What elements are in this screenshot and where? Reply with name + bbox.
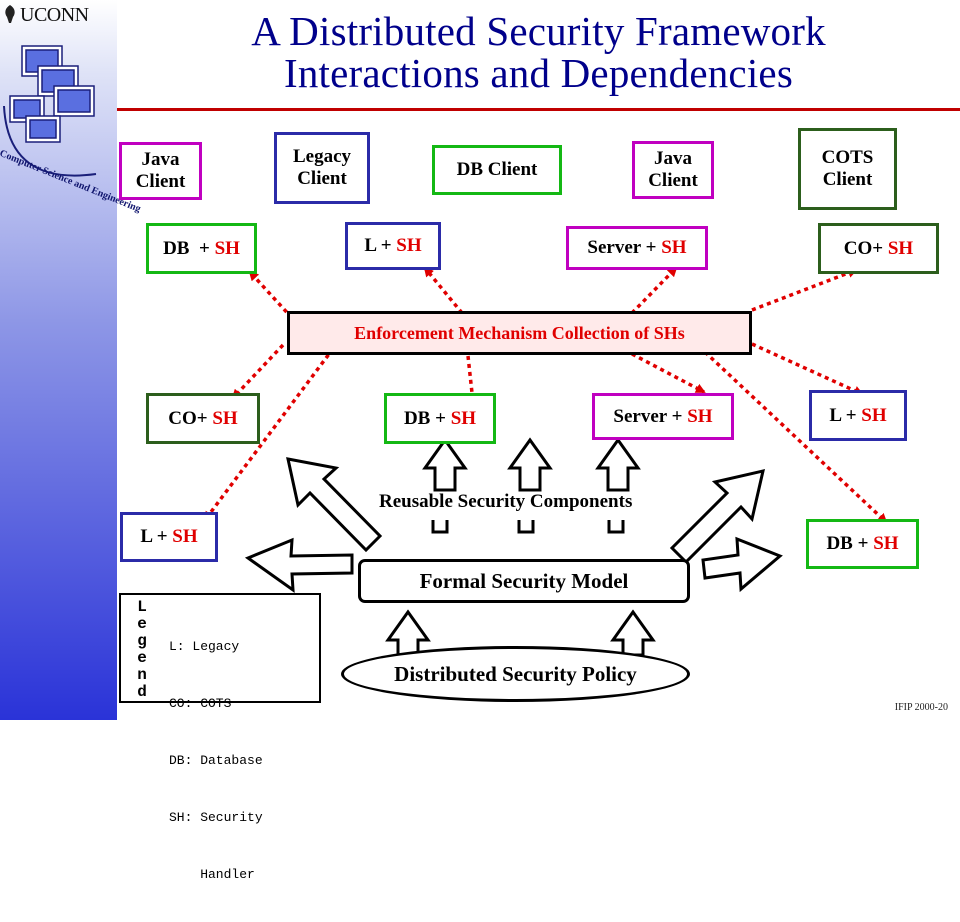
title-underline (117, 108, 960, 111)
db-client-label: DB Client (456, 159, 538, 180)
legacy-client-line2: Client (297, 168, 347, 189)
handler-server-mid: Server + SH (592, 393, 734, 440)
bracket-icon (517, 520, 535, 534)
handler-legacy-top: L + SH (345, 222, 441, 270)
title-line-2: Interactions and Dependencies (284, 50, 793, 96)
legend-letter: g (137, 632, 147, 650)
connector-to-server-top (630, 266, 678, 315)
legend-item: L: Legacy (169, 639, 240, 654)
handler-db-top-label: DB + (163, 237, 215, 259)
legend-box: L e g e n d L: Legacy CO: COTS DB: Datab… (119, 593, 321, 882)
sh-label: SH (396, 235, 422, 256)
legend-letter: d (137, 683, 147, 701)
legend-letter: e (137, 615, 147, 633)
department-logo: Computer Science and Engineering (0, 36, 142, 215)
brand-name: UCONN (20, 4, 89, 26)
arrow-right-icon (701, 536, 783, 593)
formal-model-label: Formal Security Model (419, 569, 629, 593)
handler-cots-mid: CO+ SH (146, 393, 260, 444)
cots-client-line1: COTS (821, 147, 874, 168)
sh-label: SH (873, 533, 899, 554)
handler-db-mid-label: DB + (403, 407, 451, 429)
handler-db-mid: DB + SH (384, 393, 496, 444)
handler-server-top: Server + SH (566, 226, 708, 270)
db-client: DB Client (432, 145, 562, 195)
sh-label: SH (887, 237, 914, 259)
handler-legacy-low: L + SH (120, 512, 218, 562)
handler-db-top: DB + SH (146, 223, 257, 274)
arrow-up-icon (610, 609, 656, 657)
connector-to-cots-mid (231, 343, 285, 400)
connector-to-db-low (703, 350, 888, 524)
handler-db-low-label: DB + (826, 533, 874, 554)
java-client-left-line2: Client (135, 171, 186, 192)
title-line-1: A Distributed Security Framework (251, 8, 826, 54)
legend-letter: e (137, 649, 147, 667)
sh-label: SH (212, 407, 238, 429)
brand: UCONN (2, 4, 89, 27)
policy-label: Distributed Security Policy (394, 661, 637, 686)
handler-legacy-mid-label: L + (829, 404, 862, 426)
sh-label: SH (214, 237, 240, 259)
arrow-left-icon (244, 537, 354, 594)
handler-legacy-mid: L + SH (809, 390, 907, 441)
connector-to-cots-top (751, 268, 858, 312)
sh-label: SH (861, 404, 887, 426)
legend-item: Handler (169, 867, 255, 882)
arrow-up-icon (385, 609, 431, 657)
arrow-upright-icon (669, 469, 765, 565)
connector-to-db-top (248, 270, 294, 320)
handler-cots-mid-label: CO+ (168, 407, 213, 429)
connector-to-legacy-low (203, 340, 340, 522)
sh-label: SH (661, 237, 687, 258)
legend-title: L e g e n d (133, 599, 151, 701)
connector-to-legacy-mid (751, 342, 864, 396)
handler-cots-top-label: CO+ (843, 237, 888, 259)
java-client-right-line2: Client (648, 170, 698, 191)
slide-footer: IFIP 2000-20 (894, 702, 948, 713)
java-client-right-line1: Java (653, 148, 692, 169)
bracket-icon (607, 520, 625, 534)
connector-to-server-mid (631, 352, 706, 394)
formal-security-model: Formal Security Model (358, 559, 690, 603)
sh-label: SH (450, 407, 477, 429)
legend-item: SH: Security (169, 810, 263, 825)
handler-db-low: DB + SH (806, 519, 919, 569)
sh-label: SH (172, 526, 198, 547)
reusable-components-label: Reusable Security Components (379, 491, 633, 512)
legend-item: CO: COTS (169, 696, 232, 711)
handler-cots-top: CO+ SH (818, 223, 939, 274)
legend-item: DB: Database (169, 753, 263, 768)
java-client-left-line1: Java (141, 149, 180, 170)
handler-legacy-top-label: L + (364, 235, 397, 256)
handler-legacy-low-label: L + (140, 526, 173, 547)
legend-list: L: Legacy CO: COTS DB: Database SH: Secu… (169, 599, 263, 922)
connector-layer (203, 266, 888, 657)
sh-label: SH (687, 405, 713, 427)
distributed-security-policy: Distributed Security Policy (341, 646, 690, 702)
page-title: A Distributed Security Framework Interac… (117, 10, 960, 94)
legend-letter: L (137, 598, 147, 616)
enforcement-label: Enforcement Mechanism Collection of SHs (354, 323, 685, 343)
connector-to-legacy-top (423, 266, 464, 315)
arrow-up-icon (422, 437, 468, 492)
enforcement-mechanism: Enforcement Mechanism Collection of SHs (287, 311, 752, 355)
cots-client-line2: Client (822, 169, 873, 190)
arrow-up-icon (507, 437, 553, 492)
handler-server-top-label: Server + (587, 237, 662, 258)
arrow-up-icon (595, 437, 641, 492)
oak-leaf-icon (2, 4, 18, 24)
legacy-client-line1: Legacy (292, 146, 352, 167)
legend-letter: n (137, 666, 147, 684)
handler-server-mid-label: Server + (613, 405, 688, 427)
bracket-icon (431, 520, 449, 534)
arrow-upleft-icon (286, 457, 383, 553)
